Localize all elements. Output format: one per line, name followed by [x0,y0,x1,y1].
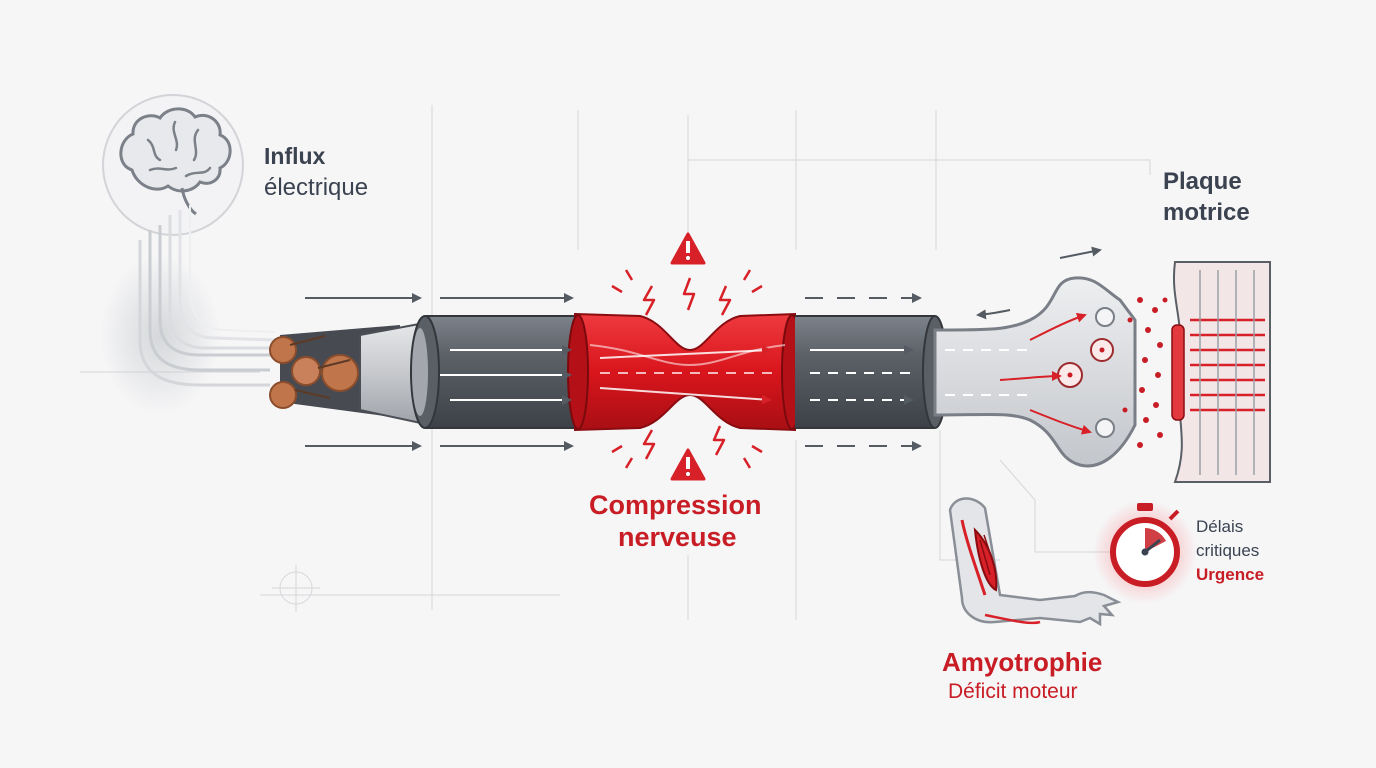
amyotrophie-label: Amyotrophie [942,647,1103,677]
delais-label-line2: critiques [1196,541,1260,560]
influx-subtitle: électrique [264,174,369,201]
deficit-label: Déficit moteur [948,680,1078,703]
motor-plate [1171,261,1271,483]
brain-icon [102,94,244,236]
lightning-icon [611,269,763,469]
background-grid [80,105,1151,620]
signal-path [100,205,276,415]
plaque-label-line1: Plaque [1163,168,1242,195]
flow-arrows [305,246,1102,451]
plaque-label-line2: motrice [1163,199,1250,226]
compression-label-line1: Compression [589,490,762,520]
influx-title: Influx [264,143,326,169]
warning-icon [670,448,706,481]
warning-icon [670,232,706,265]
arm-icon [948,497,1122,627]
urgence-label: Urgence [1196,565,1265,584]
compression-label-line2: nerveuse [618,522,737,552]
nerve-cable [359,276,1137,468]
delais-label-line1: Délais [1196,517,1244,536]
neurotransmitter-dots [1122,297,1168,448]
stopwatch-icon [1093,500,1197,604]
